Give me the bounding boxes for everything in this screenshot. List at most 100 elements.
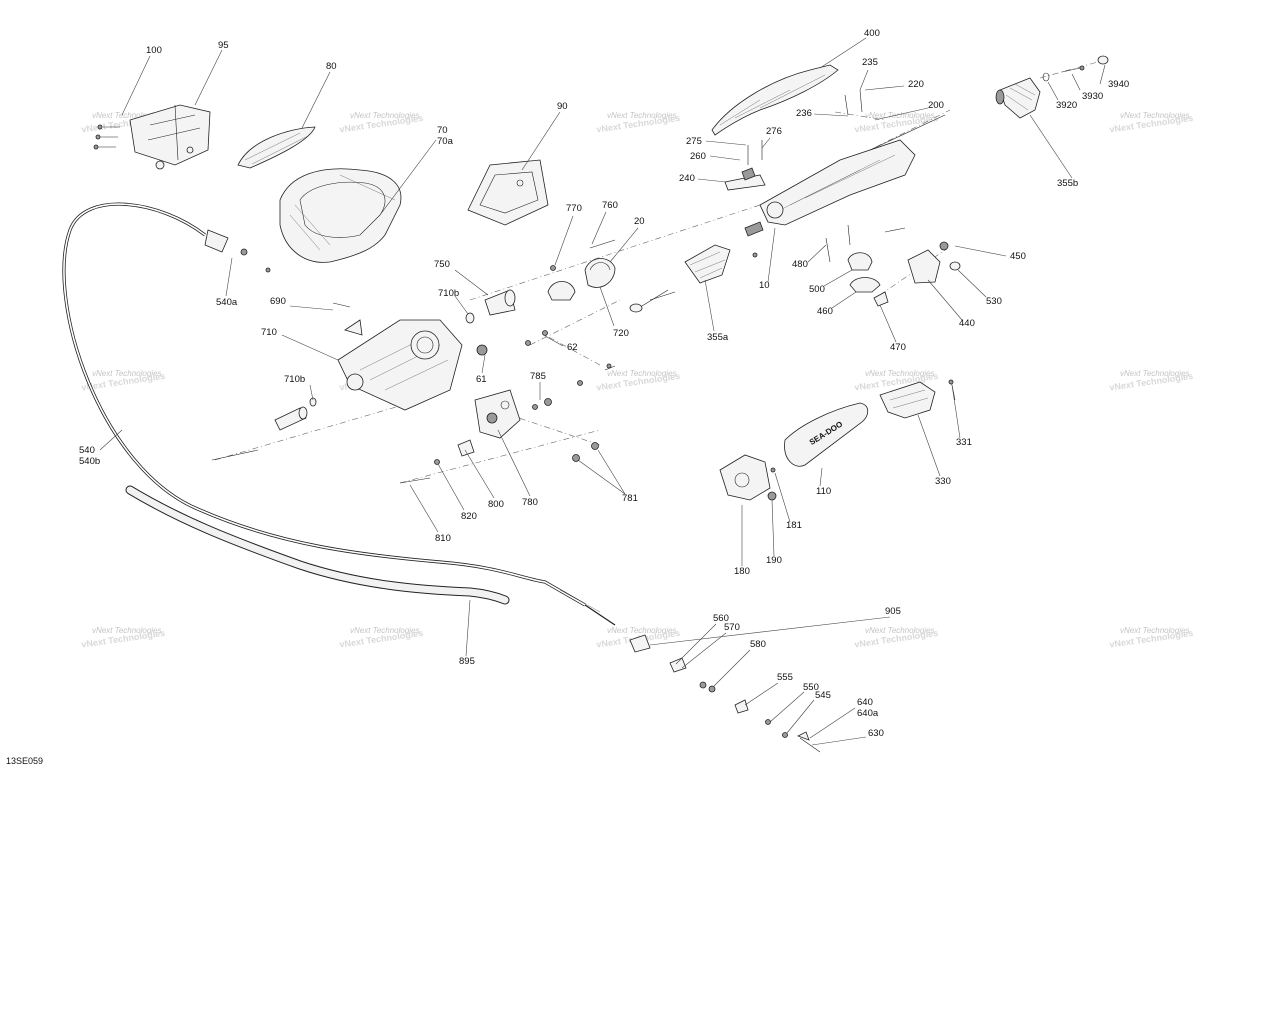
part-180-switch-housing (719, 454, 777, 501)
watermark: vNext Technologies (92, 369, 162, 378)
callout-470: 470 (890, 342, 906, 353)
callout-400: 400 (864, 28, 880, 39)
callout-540b: 540b (79, 456, 100, 467)
part-750-knob (484, 289, 516, 316)
watermark: vNext Technologies (1120, 626, 1190, 635)
part-3940-cap (1097, 55, 1109, 65)
callout-355b: 355b (1057, 178, 1078, 189)
part-240-lever (724, 167, 766, 191)
watermark: vNext Technologies (92, 626, 162, 635)
misc-screws (211, 89, 956, 484)
callout-555: 555 (777, 672, 793, 683)
callout-61: 61 (476, 374, 487, 385)
callout-450: 450 (1010, 251, 1026, 262)
watermark: vNext Technologies (350, 111, 420, 120)
callout-70a: 70a (437, 136, 454, 147)
part-780-switch-block (474, 389, 521, 439)
callout-440: 440 (959, 318, 975, 329)
callout-181: 181 (786, 520, 802, 531)
callout-760: 760 (602, 200, 618, 211)
callout-480: 480 (792, 259, 808, 270)
watermark: vNext Technologies (865, 369, 935, 378)
watermark-layer: vNext Technologies vNext Technologies vNex… (81, 111, 1194, 650)
callout-220: 220 (908, 79, 924, 90)
part-100-screws (93, 124, 120, 150)
part-400-cover (711, 64, 839, 136)
callout-530: 530 (986, 296, 1002, 307)
callout-710b: 710b (284, 374, 305, 385)
callout-630: 630 (868, 728, 884, 739)
part-200-shaft (869, 114, 946, 151)
callout-180: 180 (734, 566, 750, 577)
callout-800: 800 (488, 499, 504, 510)
watermark: vNext Technologies (607, 111, 677, 120)
callout-20: 20 (634, 216, 645, 227)
callout-190: 190 (766, 555, 782, 566)
part-95-support (129, 104, 211, 170)
watermark: vNext Technologies (350, 626, 420, 635)
callout-540: 540 (79, 445, 95, 456)
callout-540a: 540a (216, 297, 238, 308)
callout-110: 110 (816, 486, 831, 497)
part-3930-bolt (1061, 65, 1085, 73)
part-355a-grip (629, 244, 731, 313)
callout-560: 560 (713, 613, 729, 624)
callout-550: 550 (803, 682, 819, 693)
part-80-trim (237, 126, 316, 169)
watermark: vNext Technologies (865, 626, 935, 635)
part-cable-end-fittings (204, 229, 821, 753)
callout-640: 640 (857, 697, 873, 708)
part-10-steering-column (744, 139, 916, 237)
part-710-throttle-housing (337, 319, 463, 411)
callout-236: 236 (796, 108, 812, 119)
callout-62: 62 (567, 342, 578, 353)
part-500-clamp (847, 252, 889, 307)
part-710b-bushing (274, 312, 475, 431)
callout-95: 95 (218, 40, 229, 51)
part-720-housing (547, 258, 616, 301)
callout-3940: 3940 (1108, 79, 1129, 90)
callout-570: 570 (724, 622, 740, 633)
watermark: vNext Technologies (865, 111, 935, 120)
callout-10: 10 (759, 280, 770, 291)
callout-275: 275 (686, 136, 702, 147)
diagram-reference-code: 13SE059 (6, 756, 44, 766)
callout-260: 260 (690, 151, 706, 162)
callout-690: 690 (270, 296, 286, 307)
part-355b-grip (995, 77, 1041, 119)
callout-80: 80 (326, 61, 337, 72)
part-800-nut (434, 439, 475, 465)
cable-hose-895 (125, 485, 510, 605)
part-330-module (879, 381, 936, 419)
leader-lines (99, 37, 1106, 746)
part-70-dash-housing (279, 168, 402, 263)
callout-785: 785 (530, 371, 546, 382)
callout-810: 810 (435, 533, 451, 544)
callout-820: 820 (461, 511, 477, 522)
callout-276: 276 (766, 126, 782, 137)
callout-720: 720 (613, 328, 629, 339)
callout-781: 781 (622, 493, 638, 504)
callout-200: 200 (928, 100, 944, 111)
callout-331: 331 (956, 437, 972, 448)
callout-640a: 640a (857, 708, 879, 719)
callout-750: 750 (434, 259, 450, 270)
watermark: vNext Technologies (607, 626, 677, 635)
callout-240: 240 (679, 173, 695, 184)
callout-770: 770 (566, 203, 582, 214)
callout-710b: 710b (438, 288, 459, 299)
callout-90: 90 (557, 101, 568, 112)
callout-545: 545 (815, 690, 831, 701)
callout-710: 710 (261, 327, 277, 338)
callout-895: 895 (459, 656, 475, 667)
watermark: vNext Technologies (607, 369, 677, 378)
part-440-bracket (907, 241, 961, 284)
callout-235: 235 (862, 57, 878, 68)
part-90-gauge-frame (467, 159, 549, 226)
callout-70: 70 (437, 125, 448, 136)
callout-330: 330 (935, 476, 951, 487)
part-3920-washer (1042, 72, 1050, 82)
callout-905: 905 (885, 606, 901, 617)
